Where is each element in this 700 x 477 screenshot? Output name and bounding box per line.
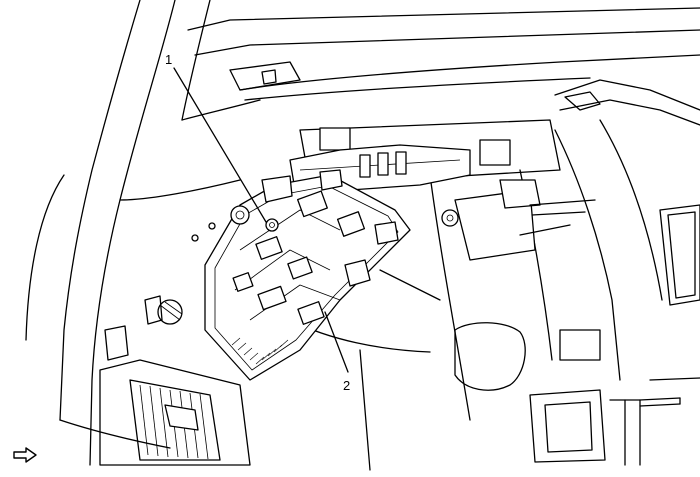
arrow-right-outline-icon [13, 447, 37, 463]
callout-1: 1 [165, 52, 172, 67]
leader-line-1 [173, 67, 267, 223]
callout-2: 2 [343, 378, 350, 393]
leader-line-2 [324, 311, 349, 373]
lower-right-panel [529, 377, 700, 466]
fuse-relay-block [204, 169, 411, 381]
fastener-nut [230, 205, 279, 232]
block-hatch [231, 337, 289, 365]
lower-sill-vent [99, 359, 251, 466]
leader-lines [173, 67, 349, 373]
left-side-features [104, 222, 227, 361]
callouts: 1 2 [165, 52, 350, 393]
